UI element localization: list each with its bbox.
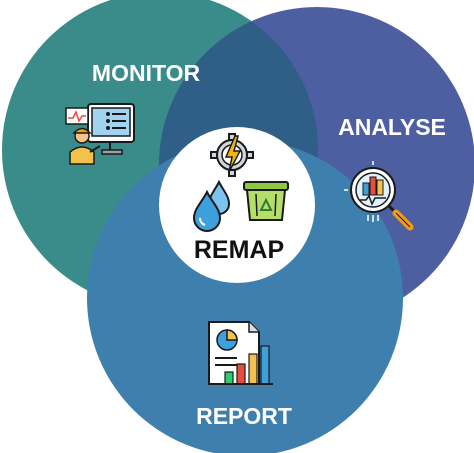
analyse-label: ANALYSE [338,114,446,140]
remap-label: REMAP [194,236,284,264]
monitor-label: MONITOR [92,60,201,86]
magnifier-chart-icon [344,161,414,231]
water-drops-icon [192,179,231,232]
recycle-bin-icon [243,181,289,221]
center-circle [159,127,315,283]
report-document-icon [208,321,273,385]
energy-gear-icon [210,133,254,177]
operator-at-monitor-icon [65,103,135,165]
report-label: REPORT [196,403,292,429]
